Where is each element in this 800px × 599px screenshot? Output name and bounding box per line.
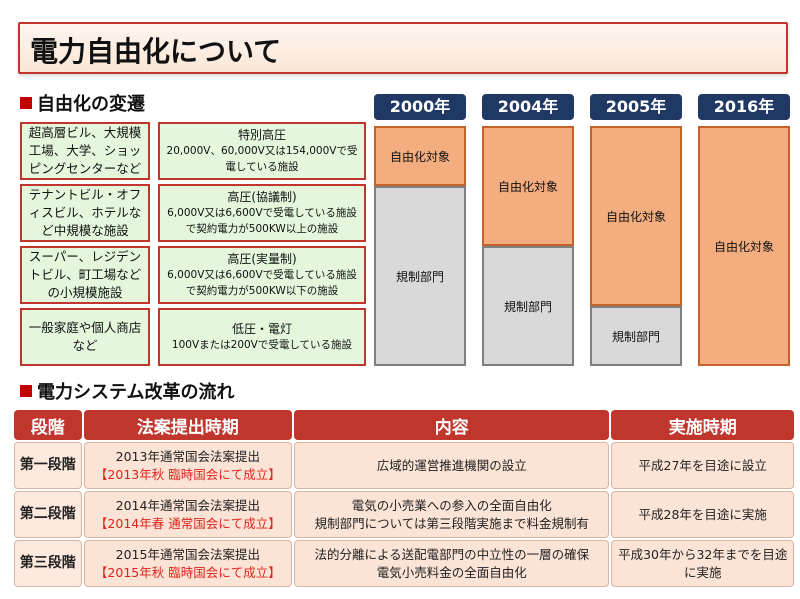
- year-label: 2000年: [374, 94, 466, 120]
- liberalized-segment: 自由化対象: [482, 126, 574, 246]
- stage-cell: 第三段階: [14, 540, 82, 587]
- implementation-cell: 平成30年から32年までを目途に実施: [611, 540, 794, 587]
- submission-cell: 2013年通常国会法案提出【2013年秋 臨時国会にて成立】: [83, 442, 293, 489]
- stage-cell: 第二段階: [14, 491, 82, 538]
- category-left-1: テナントビル・オフィスビル、ホテルなど中規模な施設: [20, 184, 150, 242]
- category-left-2: スーパー、レジデントビル、町工場などの小規模施設: [20, 246, 150, 304]
- category-voltage-2: 高圧(実量制) 6,000V又は6,600Vで受電している施設で契約電力が500…: [158, 246, 366, 304]
- category-left-text: スーパー、レジデントビル、町工場などの小規模施設: [28, 248, 142, 301]
- table-row: 第三段階 2015年通常国会法案提出【2015年秋 臨時国会にて成立】 法的分離…: [14, 540, 794, 587]
- voltage-detail: 20,000V、60,000V又は154,000Vで受電している施設: [166, 145, 358, 173]
- content-cell: 電気の小売業への参入の全面自由化 規制部門については第三段階実施まで料金規制有: [294, 491, 610, 538]
- section-heading-text: 自由化の変遷: [37, 94, 145, 115]
- header-stage: 段階: [14, 410, 82, 440]
- submission-cell: 2015年通常国会法案提出【2015年秋 臨時国会にて成立】: [83, 540, 293, 587]
- liberalized-segment: 自由化対象: [590, 126, 682, 306]
- year-label: 2005年: [590, 94, 682, 120]
- voltage-class: 高圧(協議制): [227, 190, 297, 205]
- title-bar: 電力自由化について: [18, 22, 788, 74]
- category-left-3: 一般家庭や個人商店など: [20, 308, 150, 366]
- category-voltage-1: 高圧(協議制) 6,000V又は6,600Vで受電している施設で契約電力が500…: [158, 184, 366, 242]
- category-left-0: 超高層ビル、大規模工場、大学、ショッピングセンターなど: [20, 122, 150, 180]
- implementation-cell: 平成28年を目途に実施: [611, 491, 794, 538]
- passed-text: 【2015年秋 臨時国会にて成立】: [94, 564, 281, 580]
- liberalized-segment: 自由化対象: [374, 126, 466, 186]
- category-voltage-3: 低圧・電灯 100Vまたは200Vで受電している施設: [158, 308, 366, 366]
- square-bullet-icon: [20, 385, 32, 397]
- table-header-row: 段階 法案提出時期 内容 実施時期: [14, 410, 794, 440]
- category-left-text: テナントビル・オフィスビル、ホテルなど中規模な施設: [28, 186, 142, 239]
- category-left-text: 一般家庭や個人商店など: [28, 319, 142, 353]
- table-row: 第二段階 2014年通常国会法案提出【2014年春 通常国会にて成立】 電気の小…: [14, 491, 794, 538]
- table-row: 第一段階 2013年通常国会法案提出【2013年秋 臨時国会にて成立】 広域的運…: [14, 442, 794, 489]
- page-title: 電力自由化について: [30, 35, 282, 68]
- header-content: 内容: [294, 410, 610, 440]
- regulated-segment: 規制部門: [482, 246, 574, 366]
- header-implementation: 実施時期: [611, 410, 794, 440]
- voltage-detail: 100Vまたは200Vで受電している施設: [171, 339, 353, 352]
- section-heading-reform: 電力システム改革の流れ: [20, 378, 234, 404]
- liberalized-segment: 自由化対象: [698, 126, 790, 366]
- section-heading-text: 電力システム改革の流れ: [37, 382, 235, 403]
- year-label: 2016年: [698, 94, 790, 120]
- voltage-class: 特別高圧: [237, 128, 286, 143]
- submission-text: 2014年通常国会法案提出: [115, 498, 260, 513]
- voltage-detail: 6,000V又は6,600Vで受電している施設で契約電力が500KW以下の施設: [167, 269, 357, 297]
- submission-text: 2015年通常国会法案提出: [115, 547, 260, 562]
- content-cell: 広域的運営推進機関の設立: [294, 442, 610, 489]
- header-submission: 法案提出時期: [83, 410, 293, 440]
- category-left-text: 超高層ビル、大規模工場、大学、ショッピングセンターなど: [28, 124, 142, 177]
- voltage-detail: 6,000V又は6,600Vで受電している施設で契約電力が500KW以上の施設: [167, 207, 357, 235]
- implementation-cell: 平成27年を目途に設立: [611, 442, 794, 489]
- submission-cell: 2014年通常国会法案提出【2014年春 通常国会にて成立】: [83, 491, 293, 538]
- section-heading-liberalization: 自由化の変遷: [20, 90, 145, 116]
- stage-cell: 第一段階: [14, 442, 82, 489]
- square-bullet-icon: [20, 97, 32, 109]
- passed-text: 【2014年春 通常国会にて成立】: [94, 515, 281, 531]
- regulated-segment: 規制部門: [590, 306, 682, 366]
- passed-text: 【2013年秋 臨時国会にて成立】: [94, 466, 281, 482]
- voltage-class: 低圧・電灯: [231, 321, 292, 336]
- reform-flow-table: 段階 法案提出時期 内容 実施時期 第一段階 2013年通常国会法案提出【201…: [12, 408, 796, 589]
- voltage-class: 高圧(実量制): [227, 252, 297, 267]
- year-label: 2004年: [482, 94, 574, 120]
- content-cell: 法的分離による送配電部門の中立性の一層の確保 電気小売料金の全面自由化: [294, 540, 610, 587]
- category-voltage-0: 特別高圧 20,000V、60,000V又は154,000Vで受電している施設: [158, 122, 366, 180]
- submission-text: 2013年通常国会法案提出: [115, 449, 260, 464]
- regulated-segment: 規制部門: [374, 186, 466, 366]
